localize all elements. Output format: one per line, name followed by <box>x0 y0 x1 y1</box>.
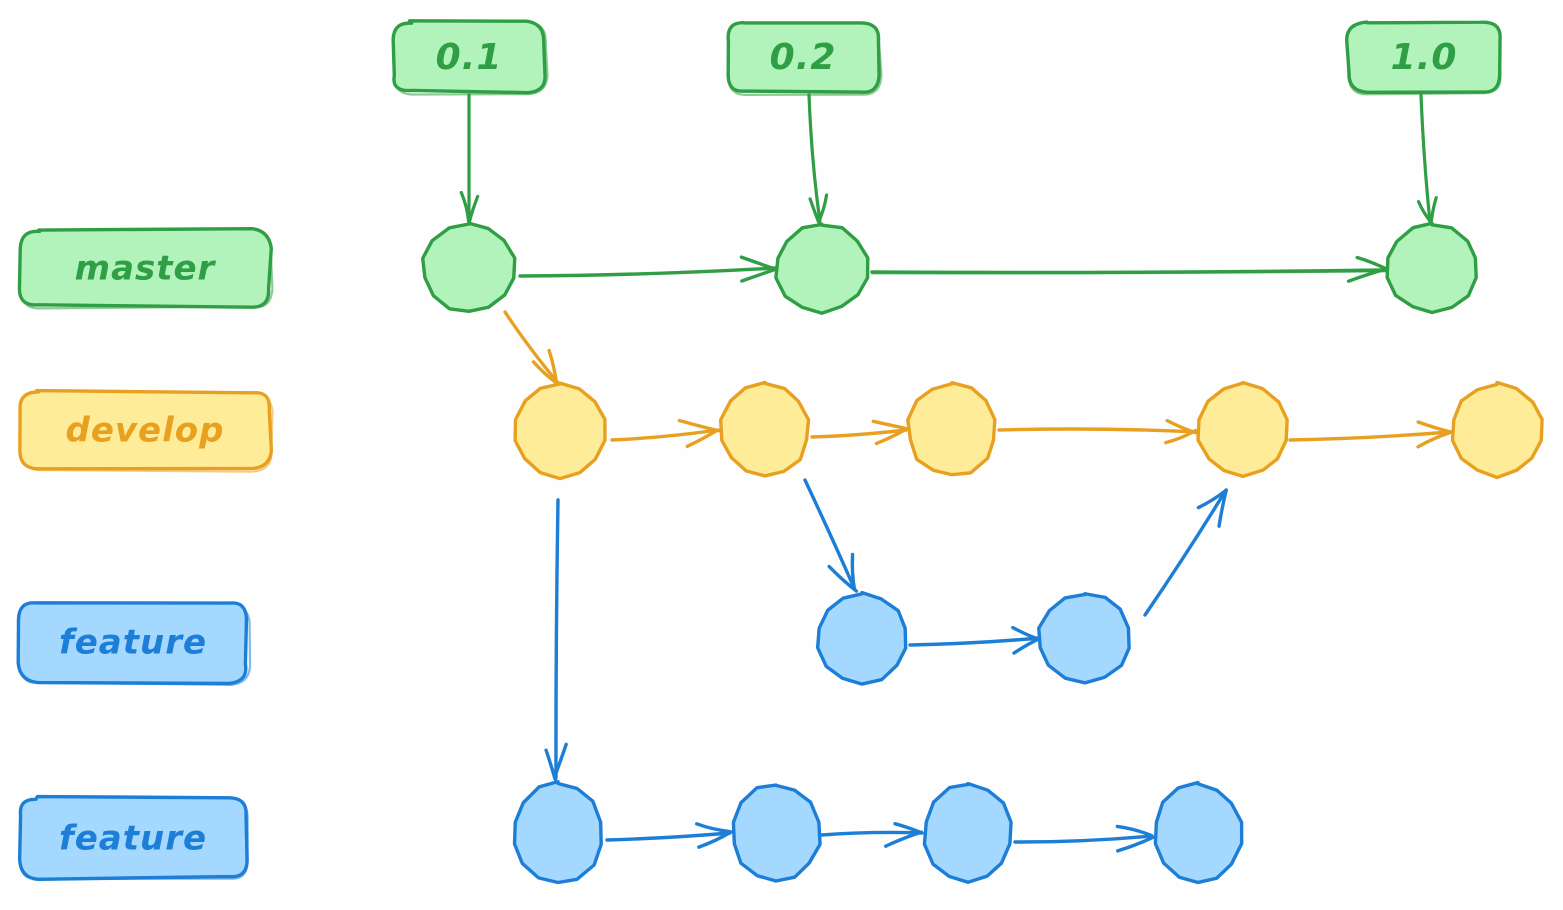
version-tag-tag-1-0-text: 1.0 <box>1391 37 1458 78</box>
version-tag-tag-1-0[interactable]: 1.0 <box>1344 20 1502 96</box>
branch-label-feature2-text: feature <box>59 819 207 859</box>
edge-develop2-to-develop3 <box>810 419 908 446</box>
edge-feature2a-to-feature2b <box>605 822 733 849</box>
branch-label-feature1-text: feature <box>59 623 207 663</box>
commit-node-master-3[interactable] <box>1385 221 1478 315</box>
commit-node-develop-1[interactable] <box>513 381 607 481</box>
edge-master1-to-develop1 <box>503 310 560 386</box>
commit-node-feature1-2[interactable] <box>1037 592 1131 685</box>
edge-feature2b-to-feature2c <box>820 821 924 848</box>
branch-label-feature1[interactable]: feature <box>16 601 252 687</box>
edge-develop1-to-develop2 <box>610 418 721 449</box>
edge-develop1-to-feature2a <box>544 498 568 782</box>
branch-label-develop[interactable]: develop <box>18 388 274 473</box>
edge-develop4-to-develop5 <box>1288 420 1453 449</box>
edge-tag01-to-master1 <box>459 93 480 224</box>
commit-node-develop-3[interactable] <box>906 381 997 477</box>
branch-label-feature2[interactable]: feature <box>17 794 249 881</box>
commit-node-feature2-4[interactable] <box>1153 780 1244 885</box>
edge-feature1b-to-develop4 <box>1143 488 1228 617</box>
commit-node-develop-5[interactable] <box>1450 380 1544 480</box>
edge-tag02-to-master2 <box>807 93 829 224</box>
commit-node-feature2-3[interactable] <box>922 781 1013 884</box>
commit-node-master-2[interactable] <box>774 222 870 315</box>
edge-develop3-to-develop4 <box>997 418 1199 445</box>
commit-node-feature1-1[interactable] <box>815 590 908 686</box>
edge-develop2-to-feature1a <box>803 478 859 593</box>
commit-nodes-layer <box>421 221 1544 885</box>
edge-master2-to-master3 <box>870 255 1389 283</box>
version-tag-tag-0-2[interactable]: 0.2 <box>726 21 883 96</box>
edge-master1-to-master2 <box>518 255 778 283</box>
branch-label-master[interactable]: master <box>17 226 274 310</box>
commit-node-develop-4[interactable] <box>1196 380 1289 479</box>
edges-layer <box>459 93 1453 853</box>
edge-feature1a-to-feature1b <box>908 625 1043 655</box>
commit-node-feature2-1[interactable] <box>512 779 603 885</box>
labels-layer: master develop feature feature 0.1 0.2 1.0 <box>16 19 1502 881</box>
commit-node-develop-2[interactable] <box>718 380 811 478</box>
commit-node-master-1[interactable] <box>421 221 517 314</box>
version-tag-tag-0-2-text: 0.2 <box>770 37 837 78</box>
commit-node-feature2-2[interactable] <box>731 783 822 883</box>
branch-label-master-text: master <box>75 249 217 289</box>
edge-feature2c-to-feature2d <box>1013 824 1155 853</box>
version-tag-tag-0-1-text: 0.1 <box>436 37 503 78</box>
version-tag-tag-0-1[interactable]: 0.1 <box>391 19 549 96</box>
branch-label-develop-text: develop <box>66 411 225 451</box>
edge-tag10-to-master3 <box>1416 93 1438 225</box>
